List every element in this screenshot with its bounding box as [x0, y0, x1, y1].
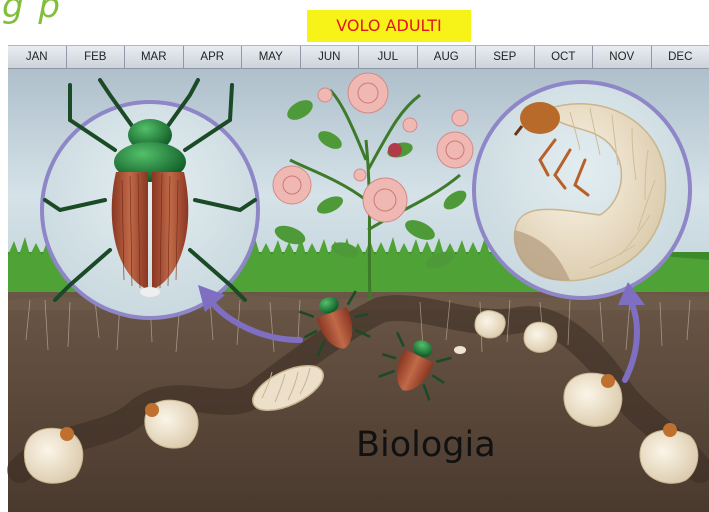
month-label: FEB [67, 46, 126, 68]
month-label: DEC [652, 46, 709, 68]
month-label: JAN [8, 46, 67, 68]
month-label: OCT [535, 46, 594, 68]
grub-magnified-icon [474, 82, 690, 298]
diagram-caption: Biologia [356, 425, 496, 465]
month-label: MAR [125, 46, 184, 68]
page-title-fragment: g p [2, 0, 62, 26]
month-label: APR [184, 46, 243, 68]
month-label: AUG [418, 46, 477, 68]
month-label: NOV [593, 46, 652, 68]
month-timeline: JAN FEB MAR APR MAY JUN JUL AUG SEP OCT … [8, 45, 709, 69]
adult-flight-label: VOLO ADULTI [307, 10, 471, 42]
month-label: JUN [301, 46, 360, 68]
month-label: JUL [359, 46, 418, 68]
month-label: MAY [242, 46, 301, 68]
month-label: SEP [476, 46, 535, 68]
